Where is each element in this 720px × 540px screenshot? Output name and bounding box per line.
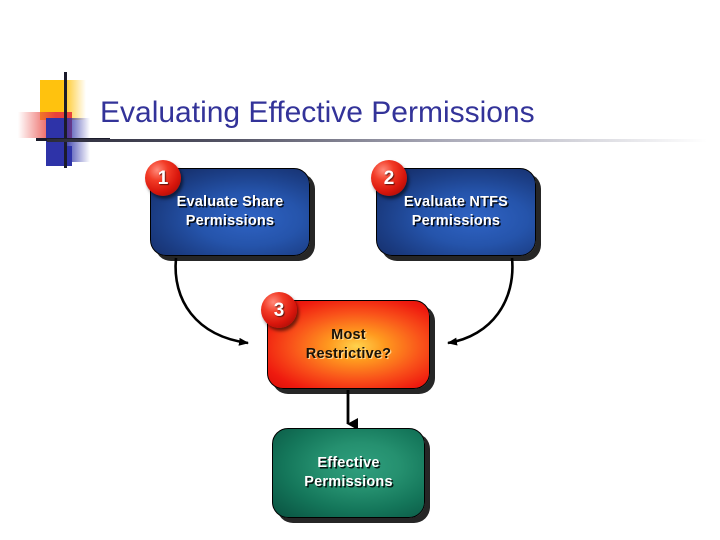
node-label-line1: Most <box>331 326 366 343</box>
node-label-line1: Evaluate Share <box>176 194 284 210</box>
node-label-line2: Restrictive? <box>305 345 392 362</box>
node-label: Most Restrictive? <box>306 326 391 364</box>
node-label-line1: Evaluate NTFS <box>403 194 509 210</box>
badge-step-1: 1 <box>145 160 181 196</box>
node-evaluate-share[interactable]: Evaluate Share Permissions <box>150 168 310 256</box>
node-label-line2: Permissions <box>304 474 393 490</box>
node-label: Effective Permissions <box>304 454 392 492</box>
node-label: Evaluate Share Permissions <box>177 193 284 231</box>
title-divider <box>47 139 707 142</box>
page-title: Evaluating Effective Permissions <box>100 96 535 129</box>
badge-step-3: 3 <box>261 292 297 328</box>
node-effective-permissions[interactable]: Effective Permissions <box>272 428 425 518</box>
edge-share-to-restrictive <box>174 257 249 346</box>
node-label-line1: Effective <box>317 455 380 471</box>
logo-vertical-line <box>64 72 67 168</box>
edge-ntfs-to-restrictive <box>447 257 514 346</box>
node-label-line2: Permissions <box>411 213 501 229</box>
node-label: Evaluate NTFS Permissions <box>404 193 508 231</box>
node-label-line2: Permissions <box>185 213 275 229</box>
badge-step-2: 2 <box>371 160 407 196</box>
